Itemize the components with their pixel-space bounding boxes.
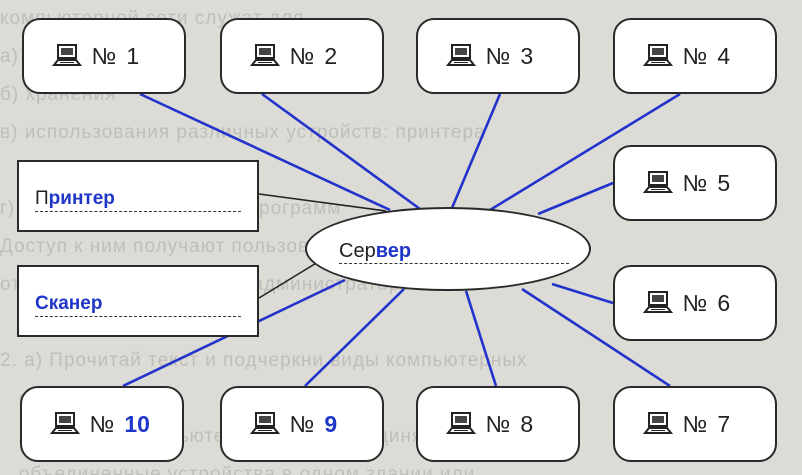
number-sign: № bbox=[682, 410, 708, 437]
computer-icon bbox=[49, 412, 80, 434]
printer-printed-letter: П bbox=[35, 188, 49, 209]
number-sign: № bbox=[289, 42, 315, 69]
computer-number-handwritten: 10 bbox=[124, 410, 150, 437]
line-to-computer-5 bbox=[537, 181, 614, 216]
computer-number: 4 bbox=[717, 42, 731, 69]
scanner-label: Сканер bbox=[35, 292, 241, 317]
computer-box-8: № 8 bbox=[416, 386, 580, 462]
computer-icon bbox=[249, 44, 280, 66]
computer-number: 1 bbox=[126, 42, 140, 69]
computer-box-1: № 1 bbox=[22, 18, 186, 94]
line-to-computer-4 bbox=[489, 92, 681, 212]
scanner-handwritten-text: Сканер bbox=[35, 293, 103, 314]
number-sign: № bbox=[485, 410, 511, 437]
line-to-computer-7 bbox=[521, 287, 671, 388]
computer-icon bbox=[445, 44, 476, 66]
computer-box-9: № 9 bbox=[220, 386, 384, 462]
computer-number: 7 bbox=[717, 410, 731, 437]
number-sign: № bbox=[91, 42, 117, 69]
computer-box-6: № 6 bbox=[613, 265, 777, 341]
line-to-computer-1 bbox=[139, 92, 391, 212]
computer-number: 6 bbox=[717, 289, 731, 316]
line-to-computer-8 bbox=[464, 290, 498, 387]
printer-handwritten-text: ринтер bbox=[48, 188, 115, 209]
number-sign: № bbox=[289, 410, 315, 437]
number-sign: № bbox=[682, 289, 708, 316]
server-handwritten-text: вер bbox=[375, 240, 412, 262]
line-to-computer-2 bbox=[261, 92, 421, 211]
line-to-printer bbox=[258, 193, 387, 212]
scanner-box: Сканер bbox=[17, 265, 259, 337]
computer-box-5: № 5 bbox=[613, 145, 777, 221]
computer-icon bbox=[445, 412, 476, 434]
computer-box-10: № 10 bbox=[20, 386, 184, 462]
server-label: Сервер bbox=[339, 239, 569, 264]
line-to-scanner bbox=[258, 261, 319, 299]
computer-icon bbox=[642, 171, 673, 193]
line-to-computer-9 bbox=[304, 288, 405, 387]
server-ellipse: Сервер bbox=[305, 207, 591, 291]
computer-number: 3 bbox=[520, 42, 534, 69]
computer-icon bbox=[642, 291, 673, 313]
computer-number: 2 bbox=[324, 42, 338, 69]
number-sign: № bbox=[89, 410, 115, 437]
computer-number: 8 bbox=[520, 410, 534, 437]
number-sign: № bbox=[485, 42, 511, 69]
computer-icon bbox=[51, 44, 82, 66]
printer-label: Принтер bbox=[35, 187, 241, 212]
number-sign: № bbox=[682, 169, 708, 196]
computer-box-7: № 7 bbox=[613, 386, 777, 462]
line-to-computer-3 bbox=[450, 93, 502, 209]
number-sign: № bbox=[682, 42, 708, 69]
server-printed-text: Сер bbox=[339, 240, 376, 262]
computer-number: 5 bbox=[717, 169, 731, 196]
printer-box: Принтер bbox=[17, 160, 259, 232]
computer-number-handwritten: 9 bbox=[324, 410, 338, 437]
computer-icon bbox=[642, 44, 673, 66]
computer-icon bbox=[642, 412, 673, 434]
computer-icon bbox=[249, 412, 280, 434]
computer-box-4: № 4 bbox=[613, 18, 777, 94]
line-to-computer-6 bbox=[551, 282, 614, 305]
computer-box-3: № 3 bbox=[416, 18, 580, 94]
computer-box-2: № 2 bbox=[220, 18, 384, 94]
